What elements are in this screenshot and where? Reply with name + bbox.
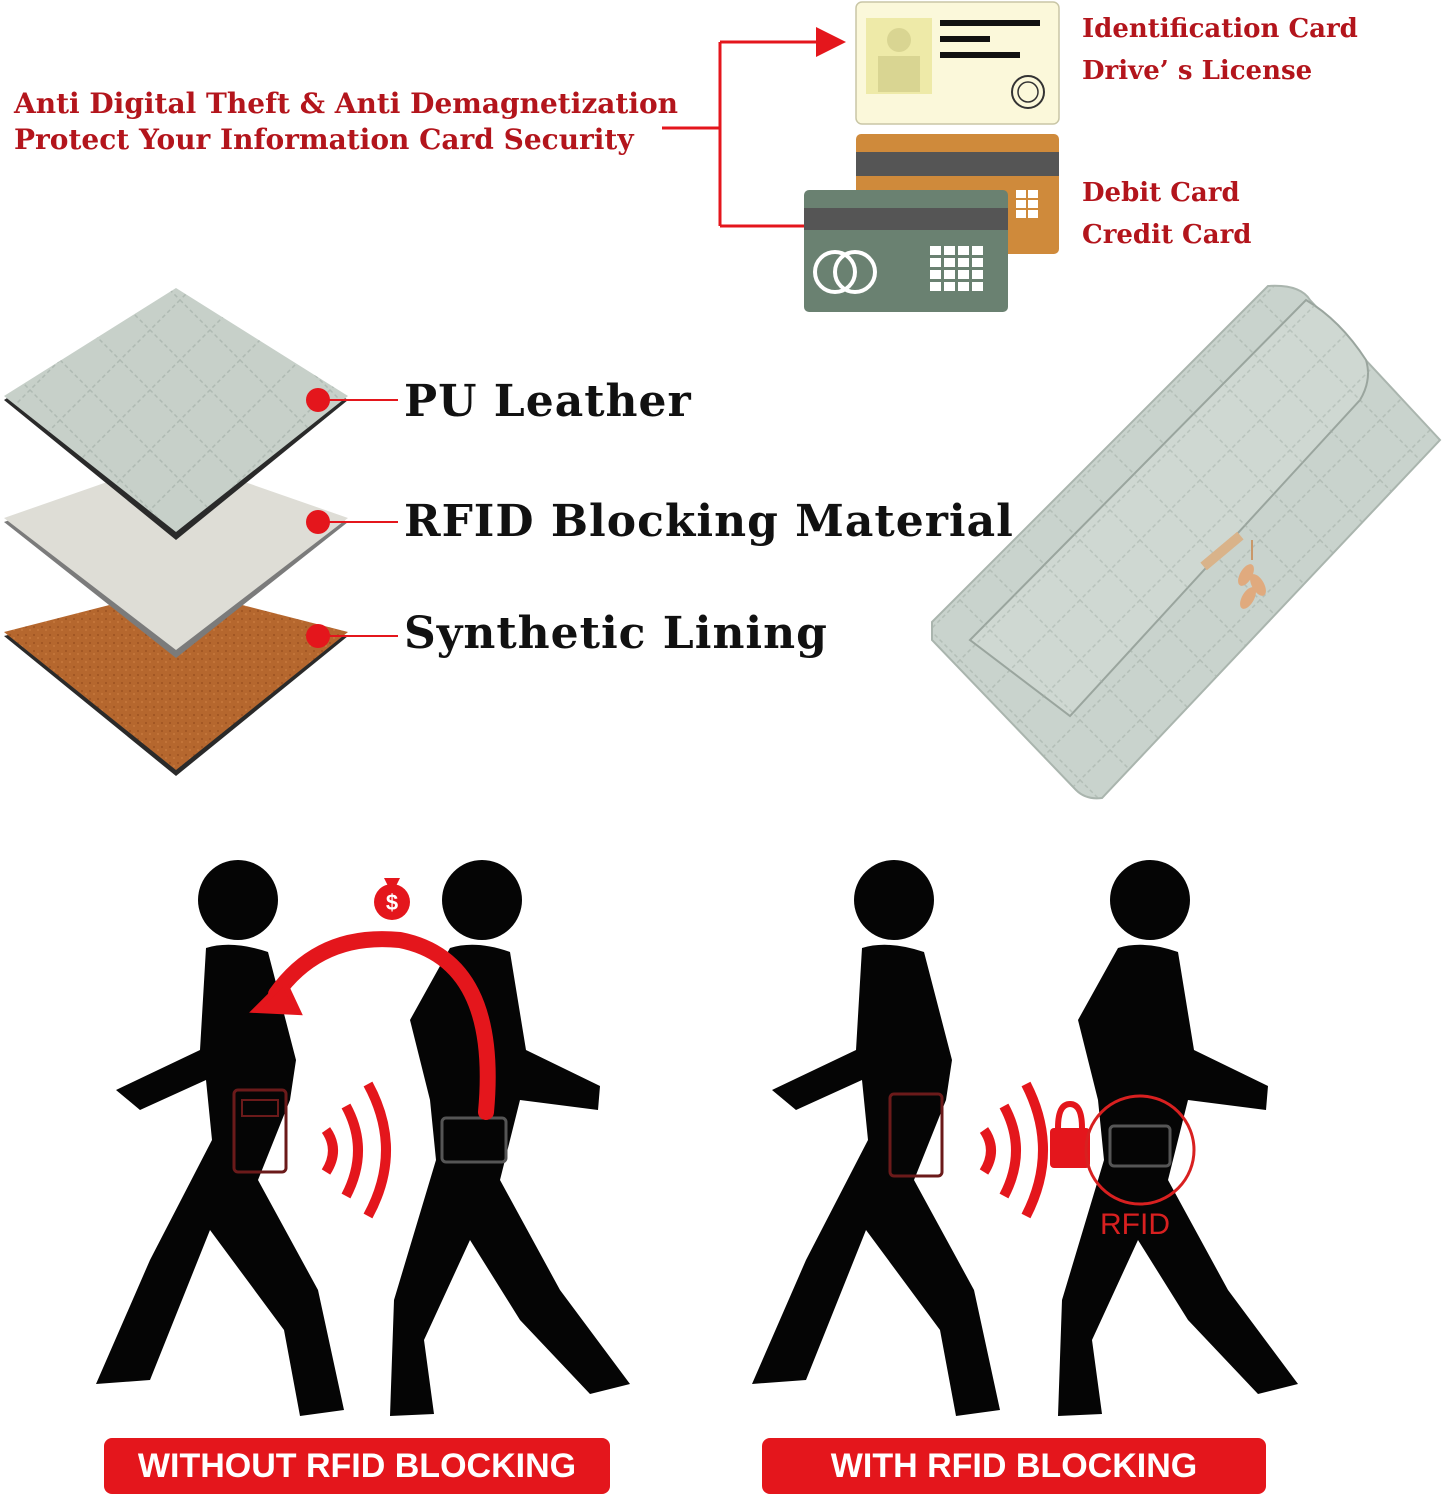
layer-pu-leather [4,288,348,540]
lock-icon [1050,1100,1090,1168]
id-card-labels: Identification Card Drive’ s License [1082,8,1358,92]
credit-card-icon [804,190,1008,312]
scene-with-rfid [752,860,1298,1416]
rfid-shield-circle [1084,1094,1196,1206]
money-bag-icon: $ [374,878,410,920]
label-identification-card: Identification Card [1082,14,1358,44]
signal-waves-icon [321,1081,391,1219]
layer-pointer-2 [306,510,398,534]
headline-line-2: Protect Your Information Card Security [14,123,634,156]
headline-line-1: Anti Digital Theft & Anti Demagnetizatio… [14,87,678,120]
label-synthetic-lining: Synthetic Lining [404,608,828,659]
banner-without-rfid: WITHOUT RFID BLOCKING [104,1438,610,1494]
scene-without-rfid [96,860,630,1416]
rfid-mark: RFID [1100,1208,1170,1241]
bank-card-labels: Debit Card Credit Card [1082,172,1251,256]
theft-arrow [249,931,496,1120]
card-reader-icon [232,1088,288,1174]
label-credit-card: Credit Card [1082,220,1252,250]
layer-pointer-1 [306,388,398,412]
label-rfid-blocking-material: RFID Blocking Material [404,496,1014,547]
label-debit-card: Debit Card [1082,178,1240,208]
svg-text:$: $ [386,890,398,915]
label-pu-leather: PU Leather [404,376,692,427]
layer-pointer-3 [306,624,398,648]
banner-with-rfid: WITH RFID BLOCKING [762,1438,1266,1494]
layer-synthetic-lining [4,588,348,776]
layer-rfid-material [4,458,348,658]
id-card-icon [855,1,1060,125]
card-reader-icon-right [888,1092,944,1178]
wallet-image [931,284,1442,800]
wallet-icon [440,1116,508,1164]
headline: Anti Digital Theft & Anti Demagnetizatio… [14,86,678,158]
signal-waves-icon-right [979,1081,1048,1219]
label-drivers-license: Drive’ s License [1082,56,1313,86]
